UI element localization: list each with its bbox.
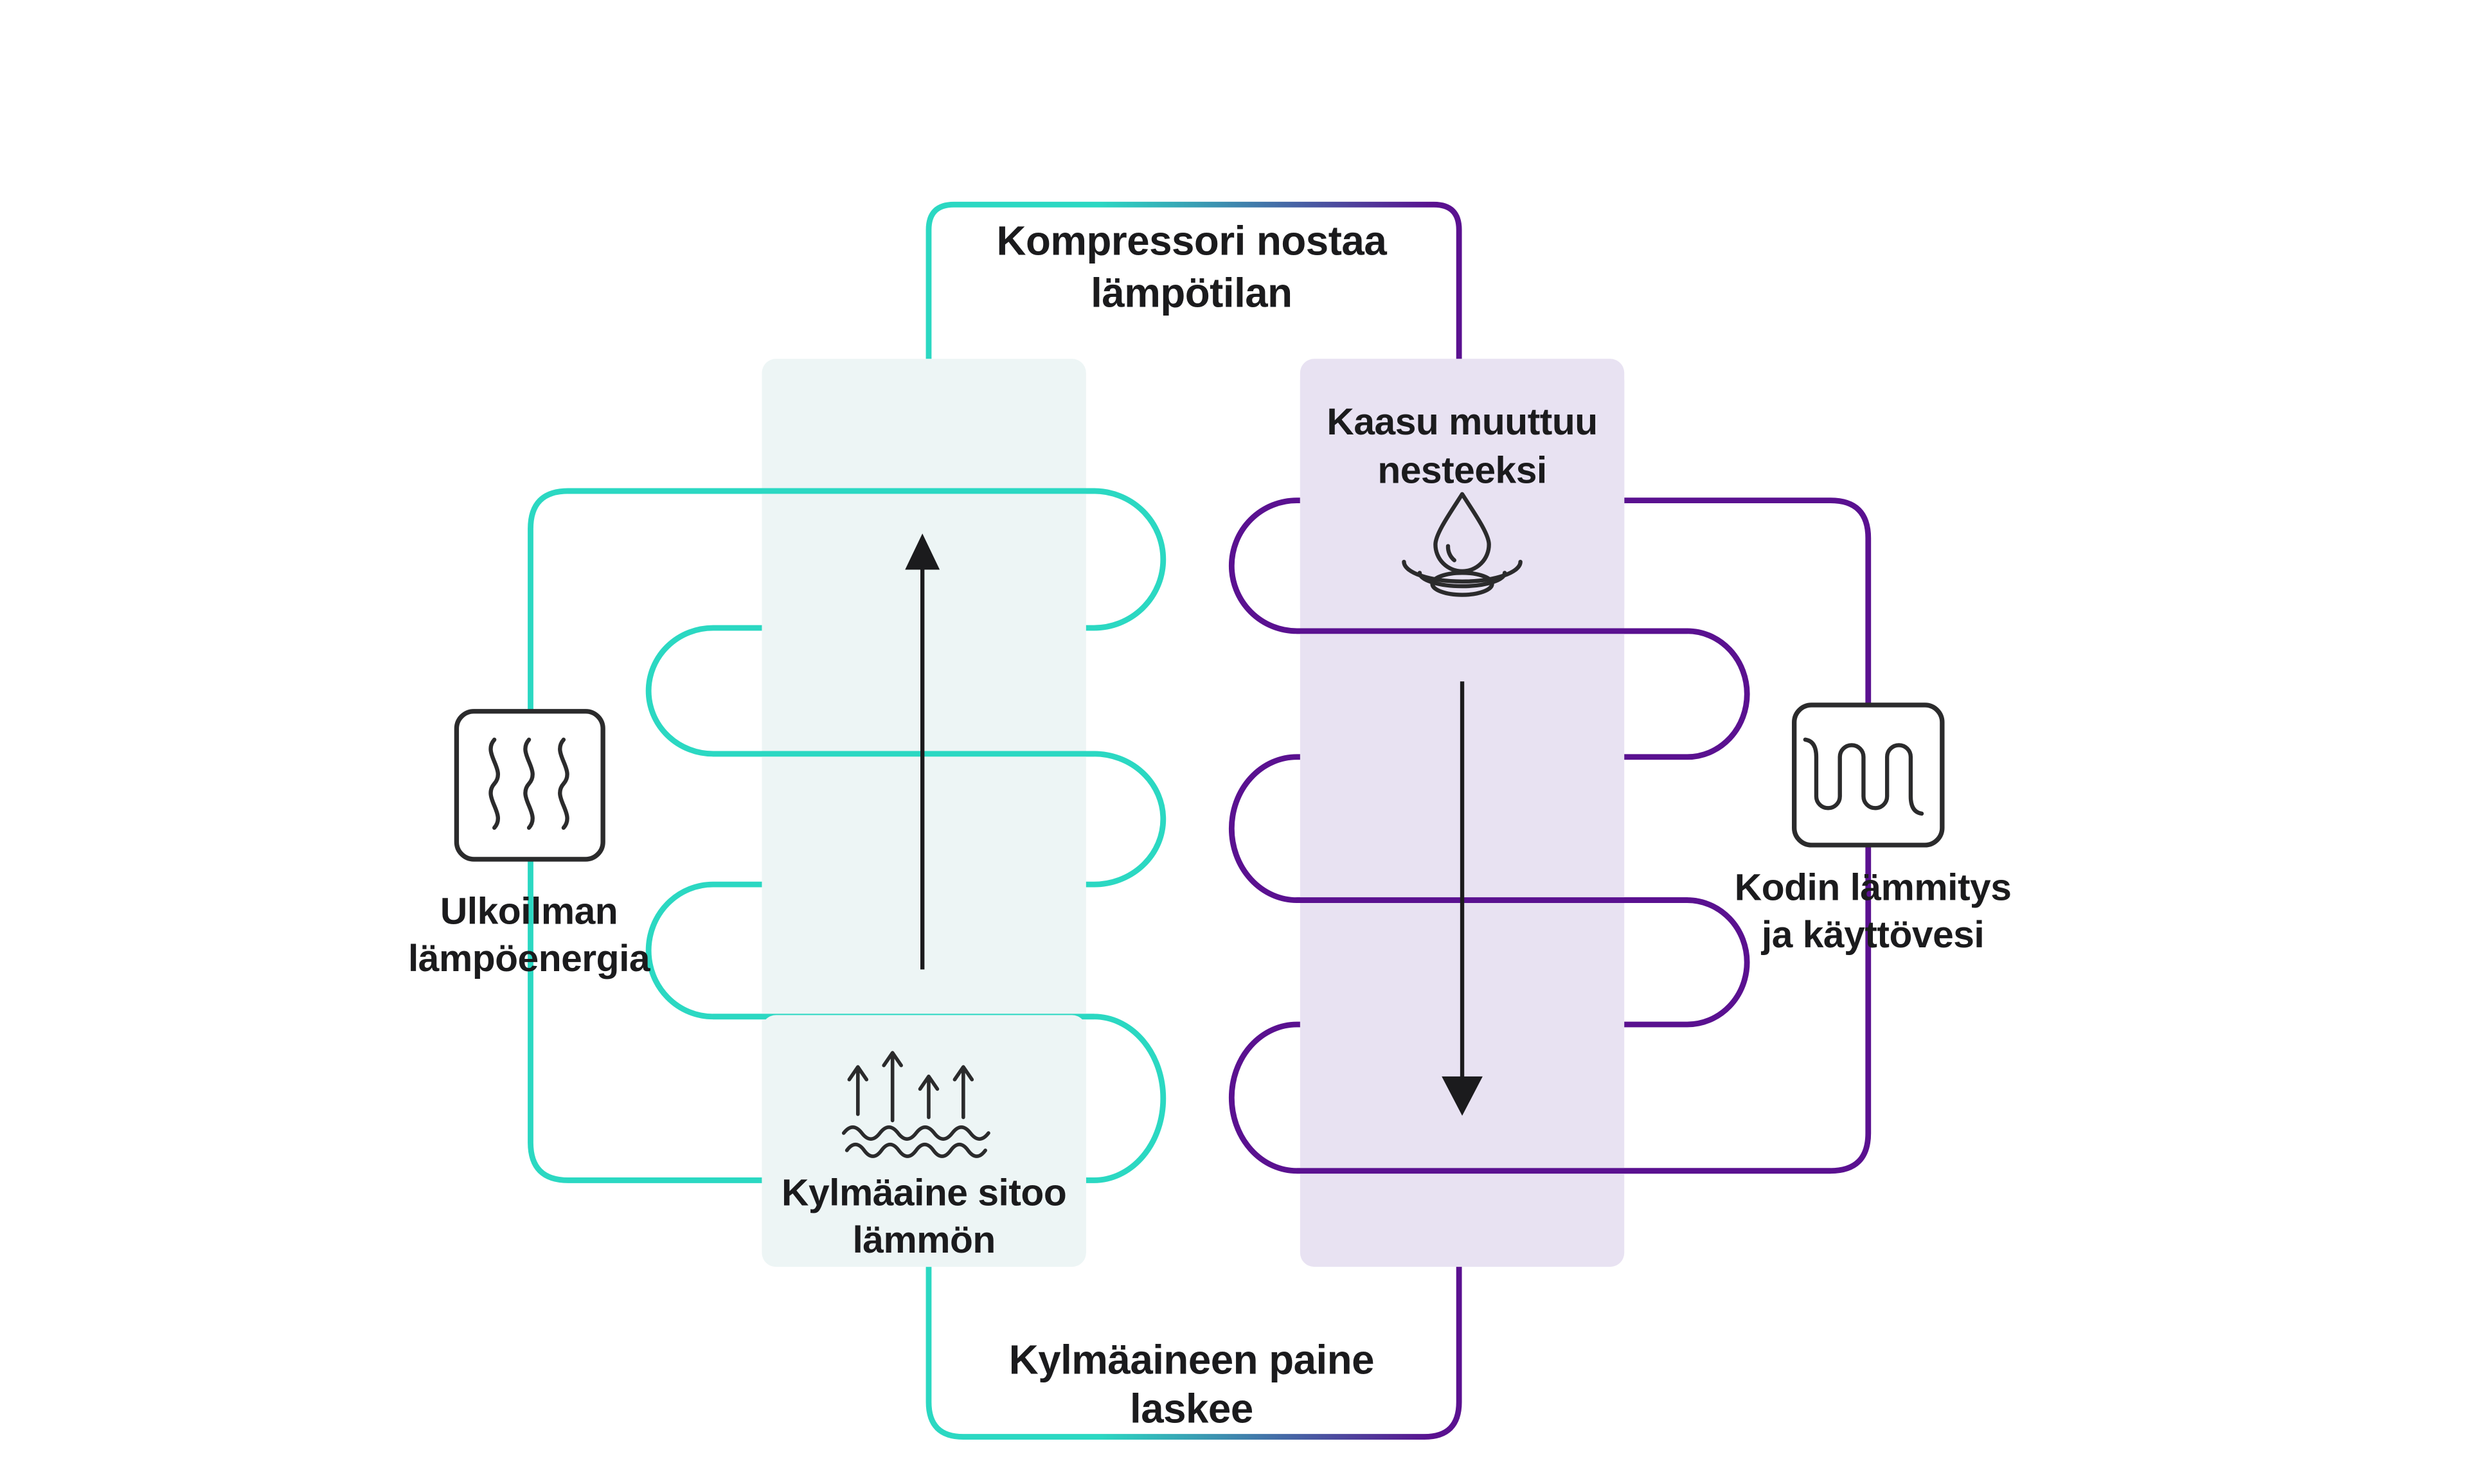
radiator-serpentine (1803, 737, 1924, 816)
home-label-line2: ja käyttövesi (1761, 914, 1984, 956)
coils-back (528, 488, 1872, 1183)
evap-arrow-1 (847, 1065, 869, 1116)
down-arrow-icon (1442, 1076, 1483, 1116)
condense-label-line1: Kaasu muuttuu (1327, 401, 1597, 443)
condense-label-line2: nesteeksi (1377, 450, 1546, 492)
ripple-outer (1402, 559, 1523, 584)
radiator-coil-icon (1792, 702, 1945, 848)
absorb-label-line1: Kylmäaine sitoo (782, 1172, 1066, 1214)
water-drop-ripples-icon (1402, 492, 1523, 597)
compressor-label-line1: Kompressori nostaa (997, 219, 1388, 264)
outdoor-heat-waves-icon (454, 709, 605, 862)
up-arrow-icon (905, 533, 940, 570)
absorb-label-line2: lämmön (852, 1219, 995, 1261)
flow-arrows (905, 533, 1483, 1116)
expansion-connector-pipe (926, 1168, 1462, 1440)
outdoor-label-line2: lämpöenergia (408, 938, 651, 979)
absorb-label-block (762, 1015, 1086, 1267)
evap-arrow-2 (882, 1051, 903, 1123)
expansion-label-line2: laskee (1130, 1386, 1253, 1432)
evap-wave-1 (841, 1125, 990, 1141)
labels: Kompressori nostaa lämpötilan Kaasu muut… (408, 219, 2012, 1432)
compressor-connector-pipe (926, 201, 1462, 504)
expansion-label-line1: Kylmäaineen paine (1009, 1337, 1374, 1383)
condenser-coil (1228, 497, 1872, 1174)
heat-wave-3 (558, 737, 569, 830)
evap-arrow-4 (952, 1065, 974, 1120)
compressor-label-line2: lämpötilan (1091, 270, 1292, 316)
heat-wave-2 (523, 737, 535, 830)
water-drop-shine (1445, 544, 1456, 562)
home-label-line1: Kodin lämmitys (1735, 867, 2012, 909)
connectors (926, 201, 1462, 1440)
evap-wave-2 (845, 1142, 987, 1158)
evaporation-arrows-waves-icon (841, 1051, 990, 1158)
radiator-icon-frame (1792, 702, 1945, 848)
heat-wave-1 (488, 737, 500, 830)
outdoor-label-line1: Ulkoilman (440, 890, 618, 932)
evaporator-coil (528, 488, 1167, 1183)
evap-arrow-3 (918, 1075, 940, 1120)
